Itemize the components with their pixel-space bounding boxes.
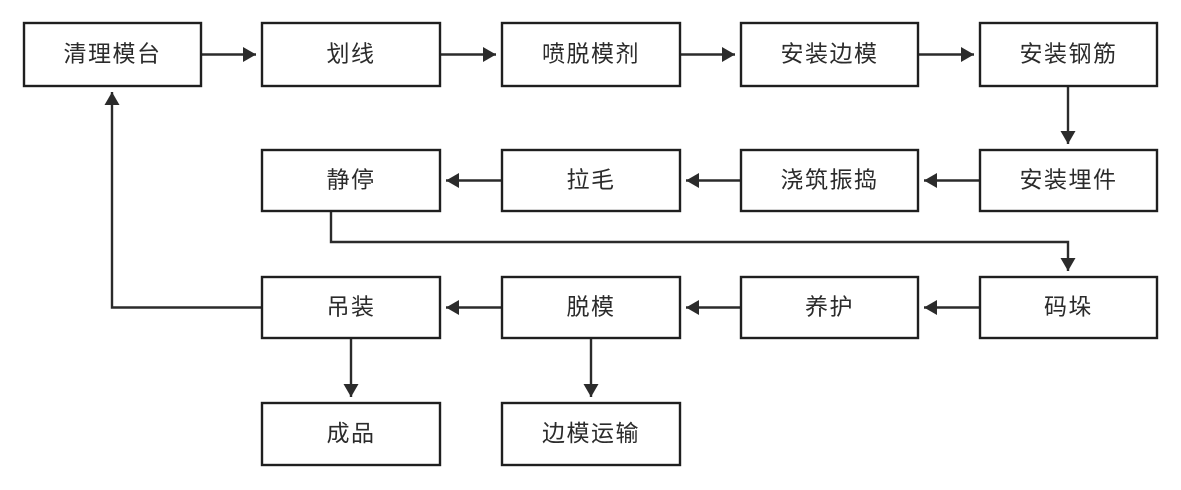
flow-node-n13[interactable]: 吊装 <box>260 275 442 340</box>
flow-edge-e6 <box>924 173 980 188</box>
node-box[interactable] <box>978 275 1159 340</box>
node-box[interactable] <box>978 148 1159 213</box>
edges-layer <box>104 47 1076 397</box>
flow-edge-e10 <box>924 300 980 315</box>
node-box[interactable] <box>260 148 442 213</box>
node-box[interactable] <box>260 275 442 340</box>
flow-node-n11[interactable]: 养护 <box>739 275 920 340</box>
flow-node-n4[interactable]: 安装边模 <box>739 21 920 88</box>
arrowhead-icon <box>583 384 599 397</box>
arrowhead-icon <box>483 47 496 62</box>
arrowhead-icon <box>343 384 359 397</box>
node-box[interactable] <box>260 401 442 467</box>
flow-edge-e3 <box>680 47 735 62</box>
flow-edge-e14 <box>343 338 359 397</box>
flow-edge-e7 <box>686 173 741 188</box>
flow-edge-e5 <box>1060 86 1076 144</box>
flow-node-n14[interactable]: 成品 <box>260 401 442 467</box>
flow-node-n9[interactable]: 静停 <box>260 148 442 213</box>
arrowhead-icon <box>924 173 937 188</box>
flow-edge-e1 <box>201 47 256 62</box>
arrowhead-icon <box>1060 131 1076 144</box>
flow-node-n7[interactable]: 浇筑振捣 <box>739 148 920 213</box>
node-box[interactable] <box>978 21 1159 88</box>
arrowhead-icon <box>686 300 699 315</box>
node-box[interactable] <box>500 275 682 340</box>
node-box[interactable] <box>260 21 442 88</box>
node-box[interactable] <box>22 21 203 88</box>
flow-edge-e13 <box>104 92 262 309</box>
flow-node-n6[interactable]: 安装埋件 <box>978 148 1159 213</box>
arrowhead-icon <box>446 300 459 315</box>
node-box[interactable] <box>739 148 920 213</box>
flow-edge-e2 <box>440 47 496 62</box>
arrowhead-icon <box>686 173 699 188</box>
flow-node-n12[interactable]: 脱模 <box>500 275 682 340</box>
arrowhead-icon <box>104 92 120 105</box>
arrowhead-icon <box>446 173 459 188</box>
nodes-layer: 清理模台划线喷脱模剂安装边模安装钢筋安装埋件浇筑振捣拉毛静停码垛养护脱模吊装成品… <box>22 21 1159 467</box>
flow-edge-e12 <box>446 300 502 315</box>
flow-edge-e9 <box>329 211 1076 271</box>
flow-edge-e11 <box>686 300 741 315</box>
flow-node-n10[interactable]: 码垛 <box>978 275 1159 340</box>
edge-line <box>329 211 1070 271</box>
arrowhead-icon <box>722 47 735 62</box>
flow-node-n3[interactable]: 喷脱模剂 <box>500 21 682 88</box>
edge-line <box>110 92 262 309</box>
flow-edge-e4 <box>918 47 974 62</box>
node-box[interactable] <box>500 148 682 213</box>
flow-node-n5[interactable]: 安装钢筋 <box>978 21 1159 88</box>
node-box[interactable] <box>500 21 682 88</box>
arrowhead-icon <box>961 47 974 62</box>
node-box[interactable] <box>500 401 682 467</box>
arrowhead-icon <box>1060 258 1076 271</box>
flow-node-n8[interactable]: 拉毛 <box>500 148 682 213</box>
flow-node-n2[interactable]: 划线 <box>260 21 442 88</box>
flow-node-n15[interactable]: 边模运输 <box>500 401 682 467</box>
flow-edge-e15 <box>583 338 599 397</box>
arrowhead-icon <box>243 47 256 62</box>
node-box[interactable] <box>739 275 920 340</box>
flow-node-n1[interactable]: 清理模台 <box>22 21 203 88</box>
arrowhead-icon <box>924 300 937 315</box>
flow-edge-e8 <box>446 173 502 188</box>
node-box[interactable] <box>739 21 920 88</box>
